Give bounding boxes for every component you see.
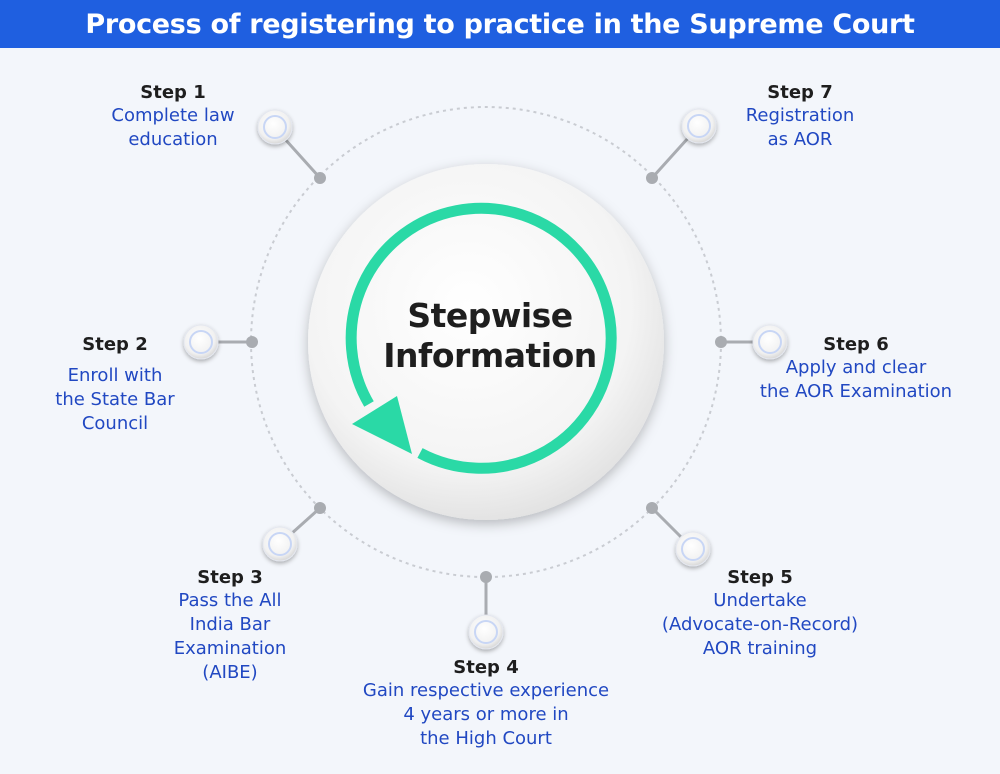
step-6-label: Step 6 xyxy=(823,334,889,355)
step-6-node xyxy=(752,324,788,360)
center-label: Stepwise Information xyxy=(340,296,640,376)
step-7-node xyxy=(681,108,717,144)
ring-dot-1 xyxy=(314,172,326,184)
center-line-1: Stepwise xyxy=(407,296,573,335)
step-2: Step 2 Enroll with the State Bar Council xyxy=(30,334,200,436)
step-7-label: Step 7 xyxy=(767,82,833,103)
step-2-node xyxy=(183,324,219,360)
ring-dots xyxy=(246,172,727,583)
step-5-text: Undertake (Advocate-on-Record) AOR train… xyxy=(661,590,859,659)
header-bar: Process of registering to practice in th… xyxy=(0,0,1000,48)
circular-arrow xyxy=(345,202,617,474)
ring-dot-6 xyxy=(715,336,727,348)
ring-dot-2 xyxy=(246,336,258,348)
arrow-head-icon xyxy=(352,396,412,454)
ring-dot-3 xyxy=(314,502,326,514)
ring-dot-7 xyxy=(646,172,658,184)
center-line-2: Information xyxy=(383,336,597,375)
step-5-node xyxy=(675,531,711,567)
step-1-node xyxy=(257,109,293,145)
step-3: Step 3 Pass the All India Bar Examinatio… xyxy=(140,567,320,685)
step-6: Step 6 Apply and clear the AOR Examinati… xyxy=(743,334,969,404)
page-title: Process of registering to practice in th… xyxy=(85,8,915,40)
step-6-text: Apply and clear the AOR Examination xyxy=(759,357,953,402)
step-nodes xyxy=(183,108,788,650)
step-5: Step 5 Undertake (Advocate-on-Record) AO… xyxy=(640,567,880,661)
step-2-label: Step 2 xyxy=(82,334,148,355)
step-4-text: Gain respective experience 4 years or mo… xyxy=(362,680,610,749)
step-5-label: Step 5 xyxy=(727,567,793,588)
step-3-text: Pass the All India Bar Examination (AIBE… xyxy=(173,590,287,683)
step-7-text: Registration as AOR xyxy=(745,105,855,150)
step-4: Step 4 Gain respective experience 4 year… xyxy=(326,657,646,751)
step-4-label: Step 4 xyxy=(453,657,519,678)
step-2-text: Enroll with the State Bar Council xyxy=(55,365,175,434)
step-1-text: Complete law education xyxy=(111,105,235,150)
step-3-node xyxy=(262,526,298,562)
step-1: Step 1 Complete law education xyxy=(88,82,258,152)
step-3-label: Step 3 xyxy=(197,567,263,588)
step-4-node xyxy=(468,614,504,650)
ring-dot-5 xyxy=(646,502,658,514)
ring-dot-4 xyxy=(480,571,492,583)
step-7: Step 7 Registration as AOR xyxy=(715,82,885,152)
step-1-label: Step 1 xyxy=(140,82,206,103)
